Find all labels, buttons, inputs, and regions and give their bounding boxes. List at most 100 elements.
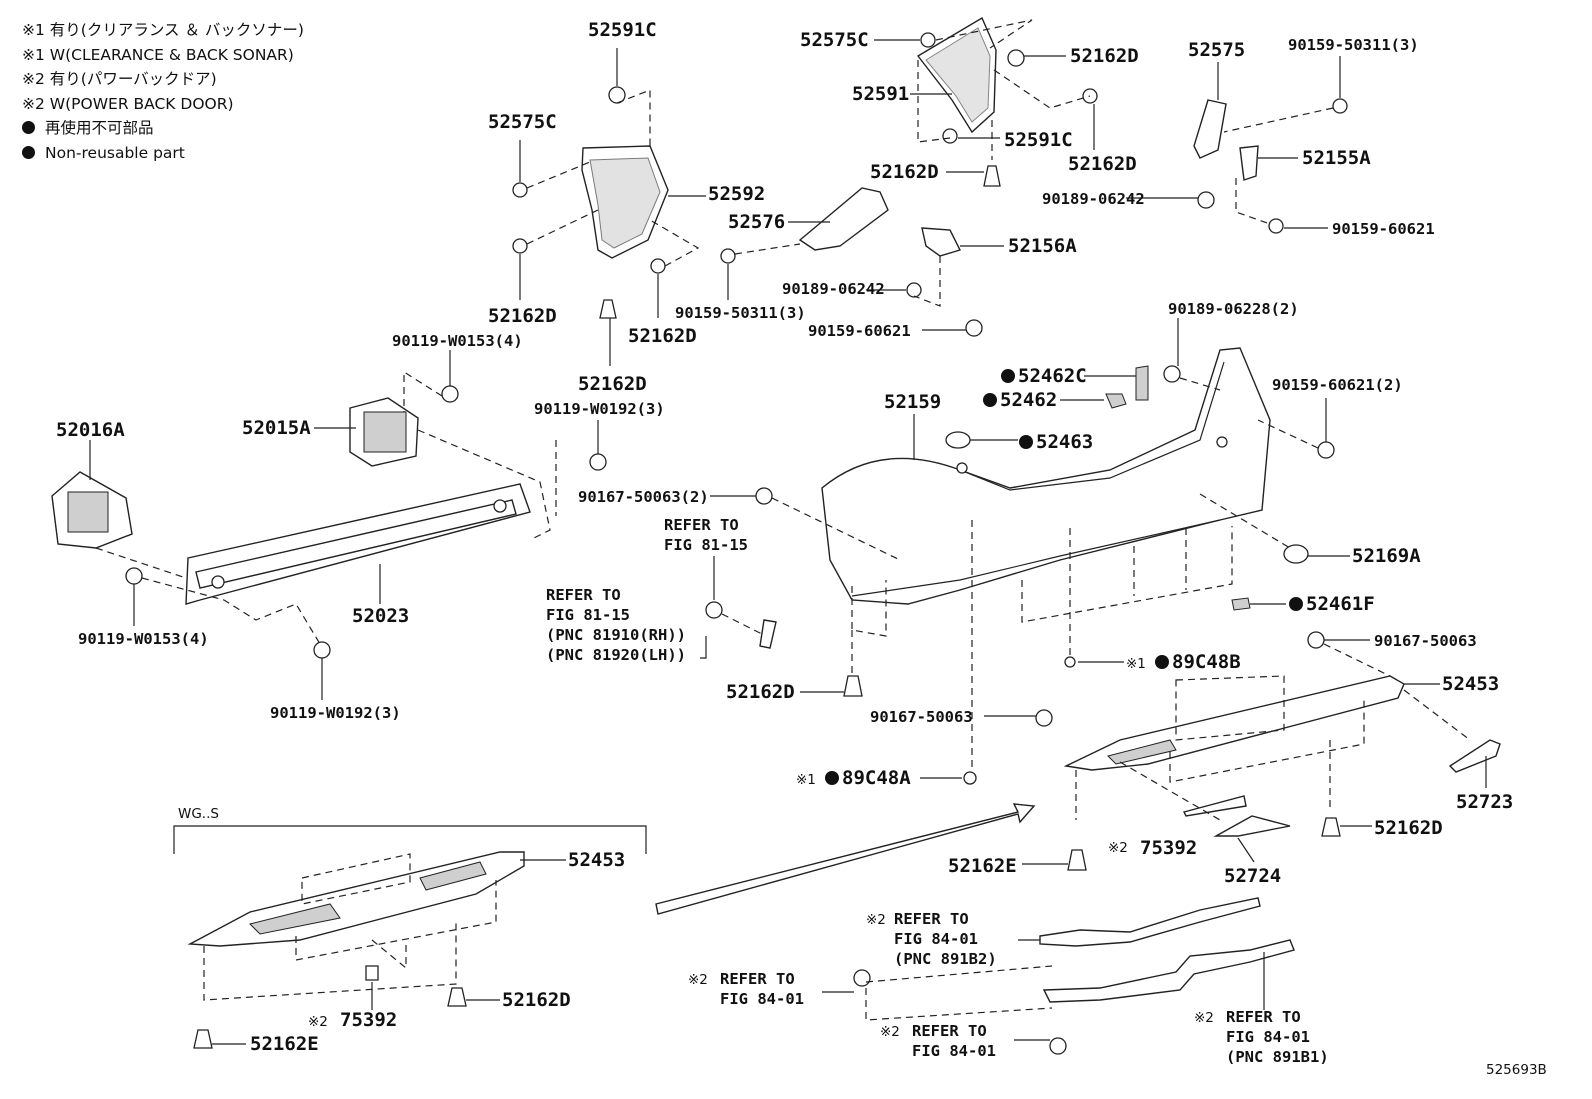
ref-pnc-891B2: (PNC 891B2) [894, 950, 997, 968]
retainer-52156A [921, 227, 961, 257]
ref-pnc-81920: (PNC 81920(LH)) [546, 646, 686, 664]
direction-arrow [655, 803, 1036, 915]
figure-id: 525693B [1486, 1062, 1547, 1078]
retainer-52575 [1193, 99, 1227, 159]
pad-52462C [1135, 365, 1149, 401]
label-90167-50063: 90167-50063(2) [578, 488, 709, 506]
label-52023: 52023 [352, 605, 409, 627]
legend-note1-en: ※1 W(CLEARANCE & BACK SONAR) [22, 45, 294, 64]
label-52591: 52591 [852, 83, 909, 105]
clip-icon [1197, 191, 1215, 209]
label-52724: 52724 [1224, 865, 1281, 887]
nut-icon [1035, 709, 1053, 727]
bracket-52592-group [512, 48, 706, 366]
label-52723: 52723 [1456, 791, 1513, 813]
clip-52162D-icon [599, 299, 617, 319]
label-52461F: 52461F [1306, 593, 1375, 615]
clip-52162D-icon [1007, 49, 1025, 67]
hole-icon [1216, 436, 1228, 448]
ref-refer-to: REFER TO [546, 586, 621, 604]
label-52162D: 52162D [1070, 45, 1139, 67]
bumper-cover-52159-group [710, 318, 1350, 770]
hole-icon [493, 499, 507, 513]
legend-nonreuse-en: Non-reusable part [45, 143, 185, 162]
pad-52461F [1231, 597, 1251, 611]
label-90189-06242: 90189-06242 [782, 280, 885, 298]
label-52162D: 52162D [628, 325, 697, 347]
reinforcement-52023-ridge [195, 499, 517, 589]
label-52576: 52576 [728, 211, 785, 233]
reflector-icon [759, 619, 777, 649]
ref-refer-to: REFER TO [1226, 1008, 1301, 1026]
clip-52162D-icon [650, 258, 666, 274]
clip-52575C-icon [920, 32, 936, 48]
wire-bracket-891B1 [1042, 939, 1295, 1003]
label-90119-W0192: 90119-W0192(3) [270, 704, 401, 722]
label-90159-50311: 90159-50311(3) [1288, 36, 1419, 54]
label-52575C: 52575C [800, 29, 869, 51]
label-52156A: 52156A [1008, 235, 1077, 257]
wgs-grille [419, 861, 487, 891]
bolt-icon [1049, 1037, 1067, 1055]
label-52575: 52575 [1188, 39, 1245, 61]
label-52162E: 52162E [948, 855, 1017, 877]
stay-52015A-mesh [363, 411, 407, 453]
mark-note2: ※2 [880, 1024, 900, 1040]
power-door-ref-group [822, 897, 1295, 1055]
lower-cover-52453-group [1022, 631, 1501, 871]
bolt-icon [1317, 441, 1335, 459]
sensor-89C48B-icon [1064, 656, 1076, 668]
bolt-icon [125, 567, 143, 585]
label-52162D: 52162D [870, 161, 939, 183]
clip-52162D-icon [843, 675, 863, 697]
label-90189-06242: 90189-06242 [1042, 190, 1145, 208]
bolt-icon [853, 969, 871, 987]
legend: ※1 有り(クリアランス ＆ バックソナー) ※1 W(CLEARANCE & … [22, 18, 304, 165]
clip-52591C-icon [942, 128, 958, 144]
label-52159: 52159 [884, 391, 941, 413]
label-52591C: 52591C [1004, 129, 1073, 151]
bullet-icon [22, 145, 35, 159]
wgs-grille [249, 903, 341, 935]
label-90159-60621: 90159-60621 [1332, 220, 1435, 238]
nut-icon [755, 487, 773, 505]
ref-refer-to: REFER TO [664, 516, 739, 534]
reinforcement-52023-group [51, 350, 607, 700]
legend-note2-en: ※2 W(POWER BACK DOOR) [22, 94, 234, 113]
clip-icon [906, 282, 922, 298]
sensor-75392-icon [365, 965, 379, 981]
label-90159-50311: 90159-50311(3) [675, 304, 806, 322]
nut-icon [1307, 631, 1325, 649]
ref-refer-to: REFER TO [894, 910, 969, 928]
arrow-icon [655, 803, 1036, 915]
center-fasteners [800, 656, 1124, 785]
brace-52576-group [720, 187, 889, 300]
clip-52162D-icon [1321, 817, 1341, 837]
ref-fig-84-01: FIG 84-01 [894, 930, 978, 948]
mark-note1: ※1 [796, 772, 816, 788]
bolt-icon [720, 248, 736, 264]
clip-52575C-icon [512, 182, 528, 198]
variant-label: WG..S [178, 806, 219, 822]
bolt-icon [1268, 218, 1284, 234]
reflector-ref-group [700, 556, 777, 659]
bolt-icon [589, 453, 607, 471]
bolt-icon [441, 385, 459, 403]
label-52015A: 52015A [242, 417, 311, 439]
brace-52576 [798, 187, 889, 251]
label-52462C: 52462C [1018, 365, 1087, 387]
mark-note2: ※2 [308, 1014, 328, 1030]
wire-bracket-891B2 [1039, 897, 1261, 947]
label-75392: 75392 [340, 1009, 397, 1031]
clip-52162E-icon [1067, 849, 1087, 871]
label-52453: 52453 [1442, 673, 1499, 695]
nonreuse-bullet-icon [983, 393, 997, 407]
bracket-52591-group [874, 16, 1098, 187]
label-90159-60621: 90159-60621 [808, 322, 911, 340]
ref-pnc-891B1: (PNC 891B1) [1226, 1048, 1329, 1066]
nonreuse-bullet-icon [1001, 369, 1015, 383]
clip-52162E-icon [193, 1029, 213, 1049]
label-89C48B: 89C48B [1172, 651, 1241, 673]
label-90119-W0153: 90119-W0153(4) [392, 332, 523, 350]
